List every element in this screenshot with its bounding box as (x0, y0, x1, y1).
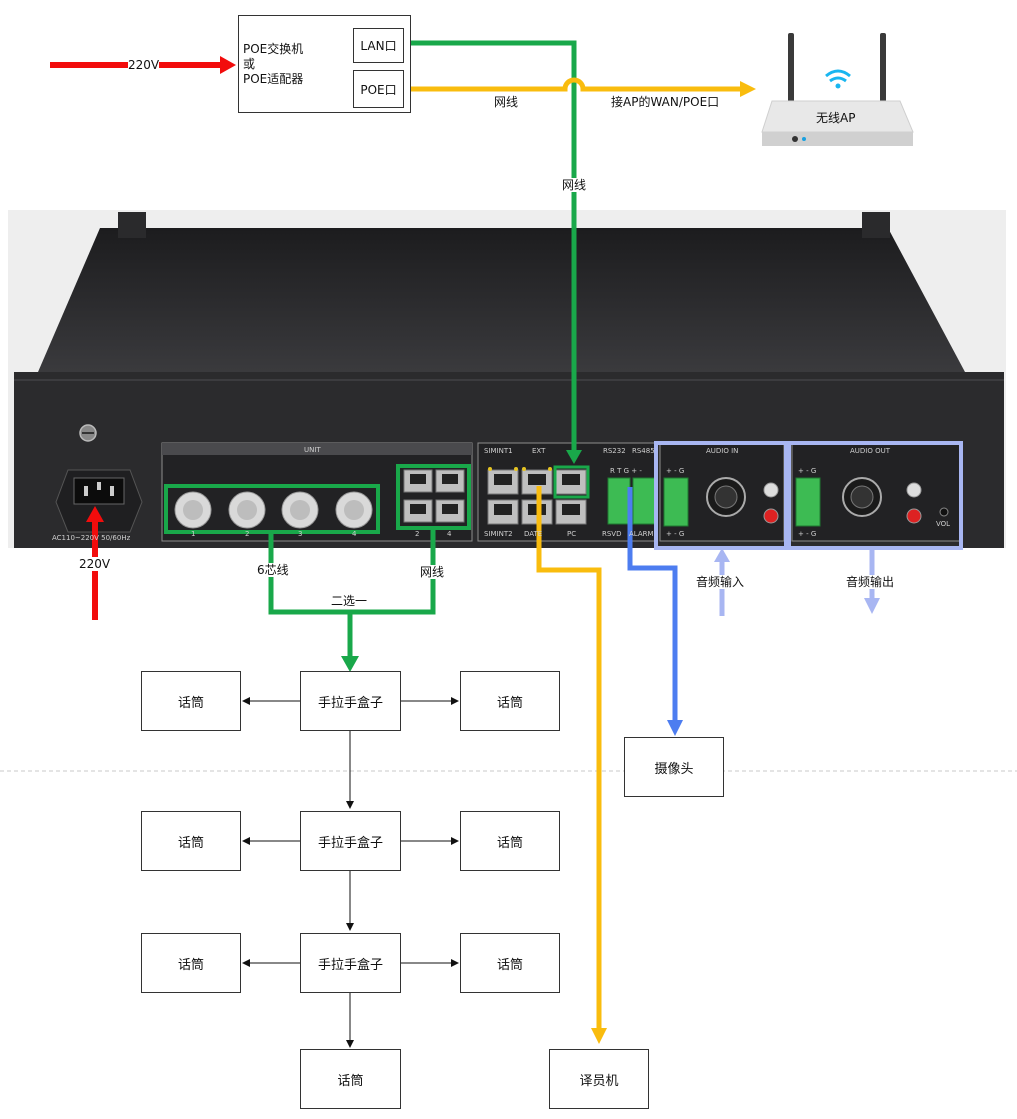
unit-rj45-ports (403, 469, 465, 523)
audio-out-label: 音频输出 (846, 575, 895, 589)
mic-box-row3-right: 话筒 (460, 933, 560, 993)
power-label-top: 220V (128, 58, 160, 72)
six-core-label: 6芯线 (257, 563, 289, 577)
camera-label: 摄像头 (654, 761, 694, 777)
port-num-3: 3 (298, 530, 303, 538)
mic-box-row1-right: 话筒 (460, 671, 560, 731)
audio-out-pmg-bottom: + - G (798, 530, 817, 538)
poe-port-box: POE口 (353, 70, 404, 108)
power-label-bottom: 220V (79, 557, 111, 571)
poe-box-line1: POE交换机 (243, 42, 304, 56)
rs232-label: RS232 (603, 447, 626, 455)
audio-in-pmg-top: + - G (666, 467, 685, 475)
handbox-label: 手拉手盒子 (317, 835, 383, 851)
net-cable-label-unit: 网线 (420, 565, 445, 579)
audio-out-highlight (787, 441, 963, 550)
lan-port-label: LAN口 (360, 39, 397, 53)
handbox-row1: 手拉手盒子 (300, 671, 401, 731)
mic-label: 话筒 (496, 695, 523, 711)
mic-box-bottom: 话筒 (300, 1049, 401, 1109)
audio-in-panel-label: AUDIO IN (706, 447, 739, 455)
simint2-label: SIMINT2 (484, 530, 513, 538)
choose-one-label: 二选一 (331, 594, 368, 608)
mic-label: 话筒 (496, 835, 523, 851)
camera-box: 摄像头 (624, 737, 724, 797)
port-num-2: 2 (245, 530, 250, 538)
lan-port-box: LAN口 (353, 28, 404, 63)
box-connectors (242, 697, 459, 1048)
date-label: DATE (524, 530, 543, 538)
rsvd-label: RSVD (602, 530, 622, 538)
rj-num-2: 2 (415, 530, 420, 538)
net-cable-label-vertical: 网线 (562, 178, 587, 192)
audio-out-pmg-top: + - G (798, 467, 817, 475)
rs-terminals (607, 477, 656, 525)
ap-label: 无线AP (816, 111, 856, 125)
mic-box-row3-left: 话筒 (141, 933, 241, 993)
interpreter-box: 译员机 (549, 1049, 649, 1109)
handbox-label: 手拉手盒子 (317, 957, 383, 973)
poe-cable (411, 77, 756, 97)
interpreter-label: 译员机 (579, 1073, 619, 1089)
rack-ear-right (862, 212, 890, 238)
mic-label: 话筒 (177, 835, 204, 851)
simint1-label: SIMINT1 (484, 447, 513, 455)
ext-label: EXT (532, 447, 546, 455)
audio-out-panel-label: AUDIO OUT (850, 447, 891, 455)
unit-panel-label: UNIT (304, 446, 321, 454)
lan-port-highlight (553, 465, 590, 499)
handbox-row3: 手拉手盒子 (300, 933, 401, 993)
ac-power-label: AC110~220V 50/60Hz (52, 534, 131, 542)
poe-box-line2: 或 (243, 57, 256, 71)
mic-box-row2-left: 话筒 (141, 811, 241, 871)
net-cable-label-horizontal: 网线 (494, 95, 519, 109)
mic-label: 话筒 (496, 957, 523, 973)
power-socket (73, 477, 125, 505)
poe-box-title: POE交换机 或 POE适配器 (243, 42, 303, 87)
handbox-label: 手拉手盒子 (317, 695, 383, 711)
mic-box-row2-right: 话筒 (460, 811, 560, 871)
wireless-ap-icon (761, 33, 914, 146)
rack-ear-left (118, 212, 146, 238)
poe-box-line3: POE适配器 (243, 72, 304, 86)
alarm-label: ALARM (629, 530, 654, 538)
audio-in-pmg-bottom: + - G (666, 530, 685, 538)
audio-in-highlight (654, 441, 788, 550)
mic-label: 话筒 (177, 695, 204, 711)
audio-in-label: 音频输入 (696, 575, 745, 589)
port-num-4: 4 (352, 530, 357, 538)
pc-label: PC (567, 530, 577, 538)
ap-port-label: 接AP的WAN/POE口 (611, 95, 720, 109)
poe-port-label: POE口 (360, 82, 397, 97)
date-to-interpreter-cable (536, 486, 607, 1044)
vol-label: VOL (936, 520, 951, 528)
mic-label: 话筒 (337, 1073, 364, 1089)
port-num-1: 1 (191, 530, 196, 538)
rtg-label: R T G + - (610, 467, 642, 475)
rs485-to-camera-cable (627, 487, 683, 736)
chassis-top (38, 228, 965, 372)
rs485-label: RS485 (632, 447, 655, 455)
handbox-row2: 手拉手盒子 (300, 811, 401, 871)
aviation-connectors (174, 491, 373, 529)
lan-cable (411, 40, 582, 464)
mic-box-row1-left: 话筒 (141, 671, 241, 731)
rj-num-4: 4 (447, 530, 452, 538)
mic-label: 话筒 (177, 957, 204, 973)
